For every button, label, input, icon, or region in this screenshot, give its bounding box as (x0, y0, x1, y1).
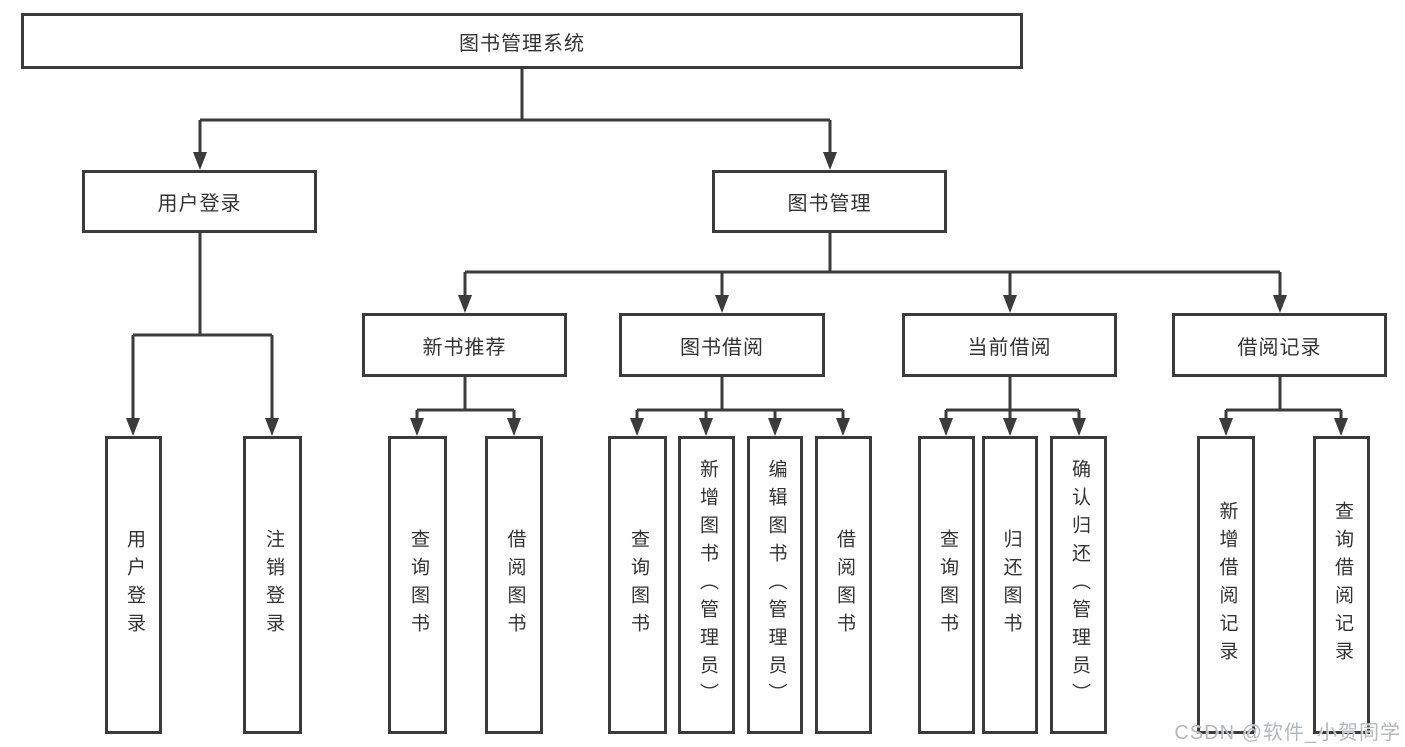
leaf-borrow-add-books-admin-label: 新增图书（管理员） (696, 459, 718, 711)
leaf-rec-borrow-books-label: 借阅图书 (504, 529, 526, 641)
leaf-current-query-books-label: 查询图书 (936, 529, 958, 641)
node-new-book-recommend: 新书推荐 (362, 313, 567, 377)
node-new-book-recommend-label: 新书推荐 (422, 336, 507, 359)
leaf-user-login-label: 用户登录 (123, 529, 145, 641)
leaf-current-query-books: 查询图书 (918, 436, 975, 734)
leaf-current-return-books-label: 归还图书 (1000, 529, 1022, 641)
node-book-management-label: 图书管理 (787, 193, 872, 215)
node-borrow-records: 借阅记录 (1172, 313, 1387, 377)
leaf-rec-borrow-books: 借阅图书 (485, 436, 543, 734)
leaf-user-login: 用户登录 (105, 436, 162, 734)
leaf-logout: 注销登录 (243, 436, 302, 734)
leaf-records-add-record-label: 新增借阅记录 (1216, 501, 1238, 669)
leaf-records-add-record: 新增借阅记录 (1197, 436, 1255, 734)
node-current-borrowing-label: 当前借阅 (967, 336, 1052, 359)
node-borrow-records-label: 借阅记录 (1237, 336, 1322, 359)
node-root-label: 图书管理系统 (459, 32, 585, 55)
leaf-borrow-edit-books-admin-label: 编辑图书（管理员） (765, 459, 787, 711)
leaf-records-query-record-label: 查询借阅记录 (1331, 501, 1353, 669)
node-user-login: 用户登录 (82, 170, 317, 233)
leaf-borrow-borrow-books-label: 借阅图书 (833, 529, 855, 641)
leaf-current-return-books: 归还图书 (982, 436, 1038, 734)
leaf-borrow-add-books-admin: 新增图书（管理员） (678, 436, 735, 734)
leaf-logout-label: 注销登录 (262, 529, 284, 641)
node-root: 图书管理系统 (21, 13, 1023, 69)
leaf-borrow-edit-books-admin: 编辑图书（管理员） (747, 436, 803, 734)
leaf-records-query-record: 查询借阅记录 (1313, 436, 1370, 734)
leaf-borrow-query-books: 查询图书 (608, 436, 667, 734)
leaf-borrow-borrow-books: 借阅图书 (815, 436, 872, 734)
leaf-borrow-query-books-label: 查询图书 (627, 529, 649, 641)
csdn-watermark: CSDN @软件_小贺同学 (1174, 722, 1401, 744)
node-current-borrowing: 当前借阅 (902, 313, 1117, 377)
node-book-borrowing-label: 图书借阅 (680, 336, 764, 359)
leaf-current-confirm-return-admin: 确认归还（管理员） (1050, 436, 1107, 734)
node-book-management: 图书管理 (712, 170, 947, 233)
leaf-rec-query-books-label: 查询图书 (407, 529, 429, 641)
leaf-rec-query-books: 查询图书 (388, 436, 447, 734)
node-user-login-label: 用户登录 (157, 193, 242, 215)
node-book-borrowing: 图书借阅 (619, 313, 825, 377)
leaf-current-confirm-return-admin-label: 确认归还（管理员） (1068, 459, 1090, 711)
